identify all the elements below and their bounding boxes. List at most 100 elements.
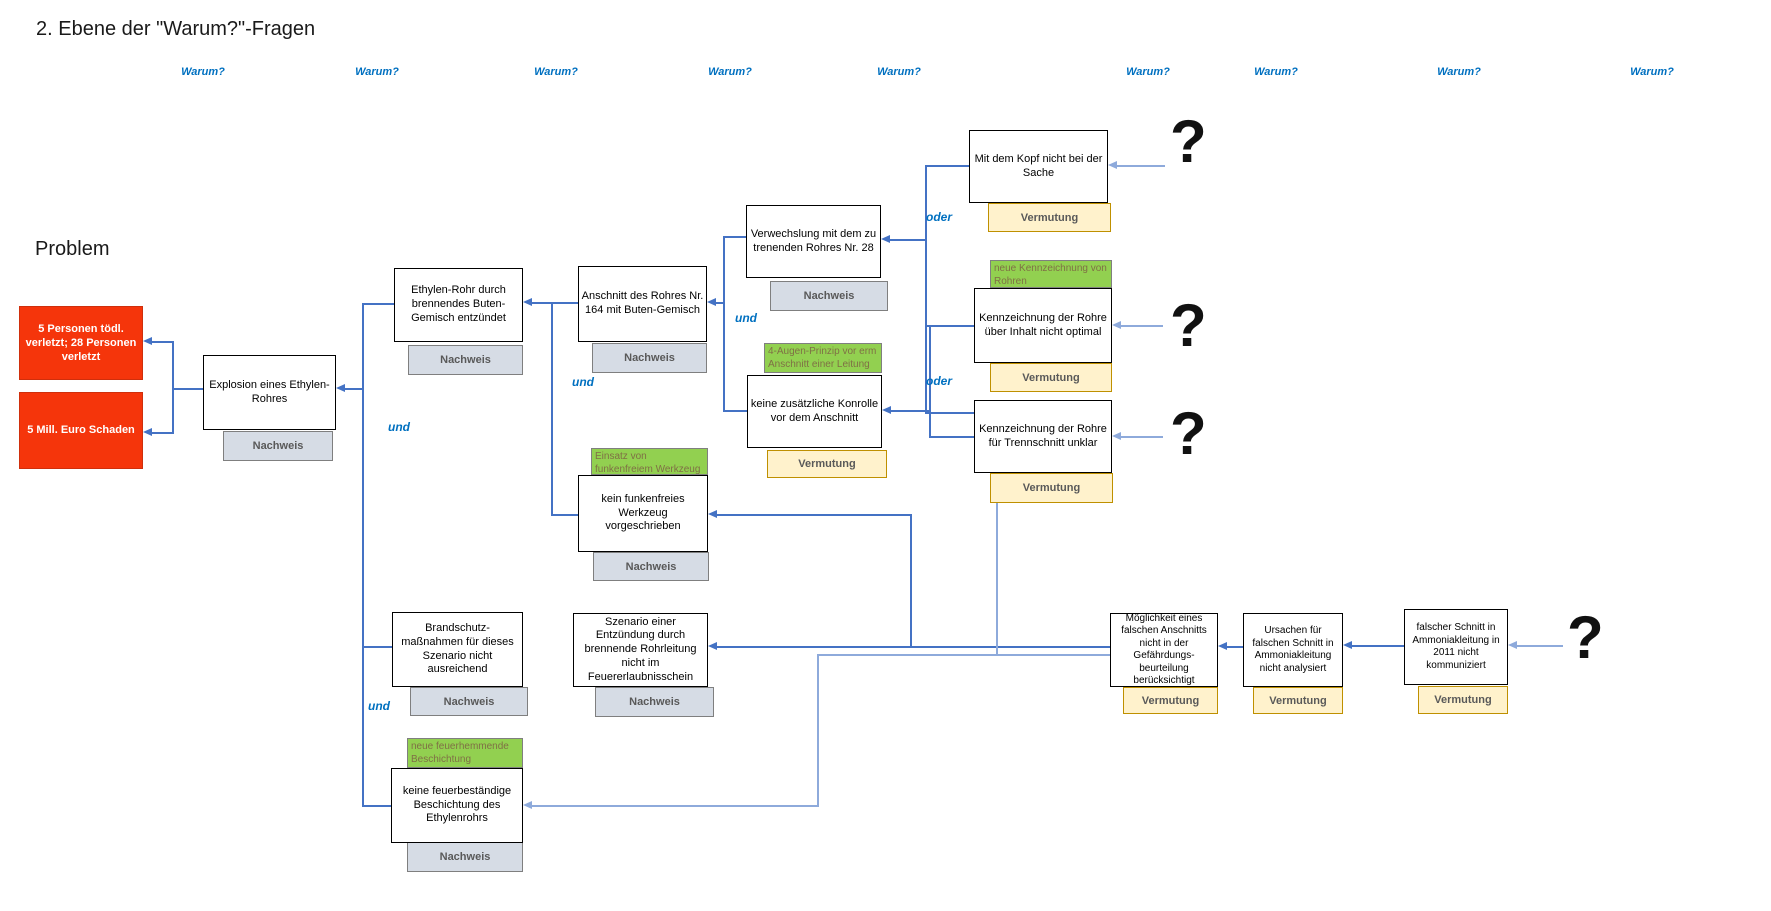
nachweis-tag-szenario: Nachweis — [595, 687, 714, 717]
warum-label-4: Warum? — [708, 66, 752, 78]
arrowhead — [881, 235, 890, 243]
logic-label-und-anschnitt: und — [572, 375, 594, 389]
node-szenario: Szenario einer Entzündung durch brennend… — [573, 613, 708, 687]
nachweis-tag-verwechslung: Nachweis — [770, 281, 888, 311]
connector — [1517, 645, 1563, 647]
connector — [551, 303, 553, 515]
arrowhead — [1112, 321, 1121, 329]
nachweis-tag-ethylen: Nachweis — [408, 345, 523, 375]
node-kopf: Mit dem Kopf nicht bei der Sache — [969, 130, 1108, 203]
connector — [929, 436, 974, 438]
arrowhead — [143, 428, 152, 436]
arrowhead — [1508, 641, 1517, 649]
connector — [172, 388, 203, 390]
connector — [362, 303, 394, 305]
connector — [723, 236, 725, 412]
warum-label-1: Warum? — [181, 66, 225, 78]
arrowhead — [1112, 432, 1121, 440]
question-mark-kopf: ? — [1170, 108, 1207, 175]
connector — [362, 646, 392, 648]
node-anschnitt: Anschnitt des Rohres Nr. 164 mit Buten-G… — [578, 266, 707, 342]
connector — [1121, 436, 1163, 438]
arrowhead — [523, 801, 532, 809]
nachweis-tag-explosion: Nachweis — [223, 431, 333, 461]
node-verwechslung: Verwechslung mit dem zu trenenden Rohres… — [746, 205, 881, 278]
connector — [817, 654, 819, 807]
logic-label-oder-kennzeichnung: oder — [926, 374, 953, 388]
logic-label-und-verwechslung: und — [735, 311, 757, 325]
vermutung-tag-inhalt: Vermutung — [990, 363, 1112, 392]
node-funkenfrei: kein funkenfreies Werkzeug vorgeschriebe… — [578, 475, 708, 552]
measure-tag-kennzeichnung: neue Kennzeichnung von Rohren — [990, 260, 1112, 288]
node-trennschnitt: Kennzeichnung der Rohre für Trennschnitt… — [974, 400, 1112, 473]
connector — [362, 805, 391, 807]
connector — [929, 325, 931, 438]
arrowhead — [882, 406, 891, 414]
connector — [890, 239, 925, 241]
measure-tag-beschichtung: neue feuerhemmende Beschichtung — [407, 738, 523, 768]
connector — [551, 514, 578, 516]
vermutung-tag-kopf: Vermutung — [988, 203, 1111, 232]
connector — [362, 303, 364, 807]
measure-tag-vier-augen: 4-Augen-Prinzip vor erm Anschnitt einer … — [764, 343, 882, 373]
arrowhead — [1343, 641, 1352, 649]
nachweis-tag-anschnitt: Nachweis — [592, 343, 707, 373]
connector — [1352, 645, 1404, 647]
connector — [925, 412, 974, 414]
connector — [910, 514, 912, 648]
node-beschichtung: keine feuerbeständige Beschichtung des E… — [391, 768, 523, 843]
node-ethylen: Ethylen-Rohr durch brennendes Buten-Gemi… — [394, 268, 523, 342]
connector — [1121, 325, 1163, 327]
connector — [152, 341, 173, 343]
measure-tag-funkenfrei: Einsatz von funkenfreiem Werkzeug — [591, 448, 708, 475]
connector — [723, 236, 746, 238]
arrowhead — [143, 337, 152, 345]
nachweis-tag-funkenfrei: Nachweis — [593, 552, 709, 581]
nachweis-tag-brandschutz: Nachweis — [410, 687, 528, 716]
node-moeglichkeit: Möglichkeit eines falschen Anschnitts ni… — [1110, 613, 1218, 687]
question-mark-trennschnitt: ? — [1170, 400, 1207, 467]
connector — [1227, 646, 1243, 648]
connector — [723, 410, 747, 412]
connector — [925, 165, 969, 167]
vermutung-tag-moeglichkeit: Vermutung — [1123, 687, 1218, 714]
question-mark-falscher-schnitt: ? — [1567, 604, 1604, 671]
node-kontrolle: keine zusätzliche Konrolle vor dem Ansch… — [747, 375, 882, 448]
logic-label-oder-kopf: oder — [926, 210, 953, 224]
logic-label-und-explosion: und — [388, 420, 410, 434]
problem-heading: Problem — [35, 238, 110, 260]
arrowhead — [1218, 642, 1227, 650]
logic-label-und-brandschutz: und — [368, 699, 390, 713]
connector — [925, 165, 927, 414]
node-ursachen: Ursachen für falschen Schnitt in Ammonia… — [1243, 613, 1343, 687]
arrowhead — [707, 298, 716, 306]
connector — [1117, 165, 1165, 167]
node-explosion: Explosion eines Ethylen-Rohres — [203, 355, 336, 430]
vermutung-tag-trennschnitt: Vermutung — [990, 473, 1113, 503]
connector — [532, 302, 578, 304]
connector — [172, 341, 174, 434]
connector — [891, 410, 929, 412]
question-mark-inhalt: ? — [1170, 292, 1207, 359]
connector — [996, 503, 998, 656]
problem-box-damage: 5 Mill. Euro Schaden — [19, 392, 143, 469]
arrowhead — [1108, 161, 1117, 169]
vermutung-tag-kontrolle: Vermutung — [767, 450, 887, 478]
node-inhalt: Kennzeichnung der Rohre über Inhalt nich… — [974, 288, 1112, 363]
arrowhead — [523, 298, 532, 306]
connector — [817, 654, 1110, 656]
warum-label-6: Warum? — [1126, 66, 1170, 78]
connector — [717, 646, 1110, 648]
arrowhead — [336, 384, 345, 392]
nachweis-tag-beschichtung: Nachweis — [407, 842, 523, 872]
warum-label-5: Warum? — [877, 66, 921, 78]
warum-label-2: Warum? — [355, 66, 399, 78]
vermutung-tag-falscher-schnitt: Vermutung — [1418, 686, 1508, 714]
warum-label-8: Warum? — [1437, 66, 1481, 78]
arrowhead — [708, 642, 717, 650]
connector — [152, 432, 173, 434]
arrowhead — [708, 510, 717, 518]
connector — [716, 302, 725, 304]
page-title: 2. Ebene der "Warum?"-Fragen — [36, 18, 316, 40]
